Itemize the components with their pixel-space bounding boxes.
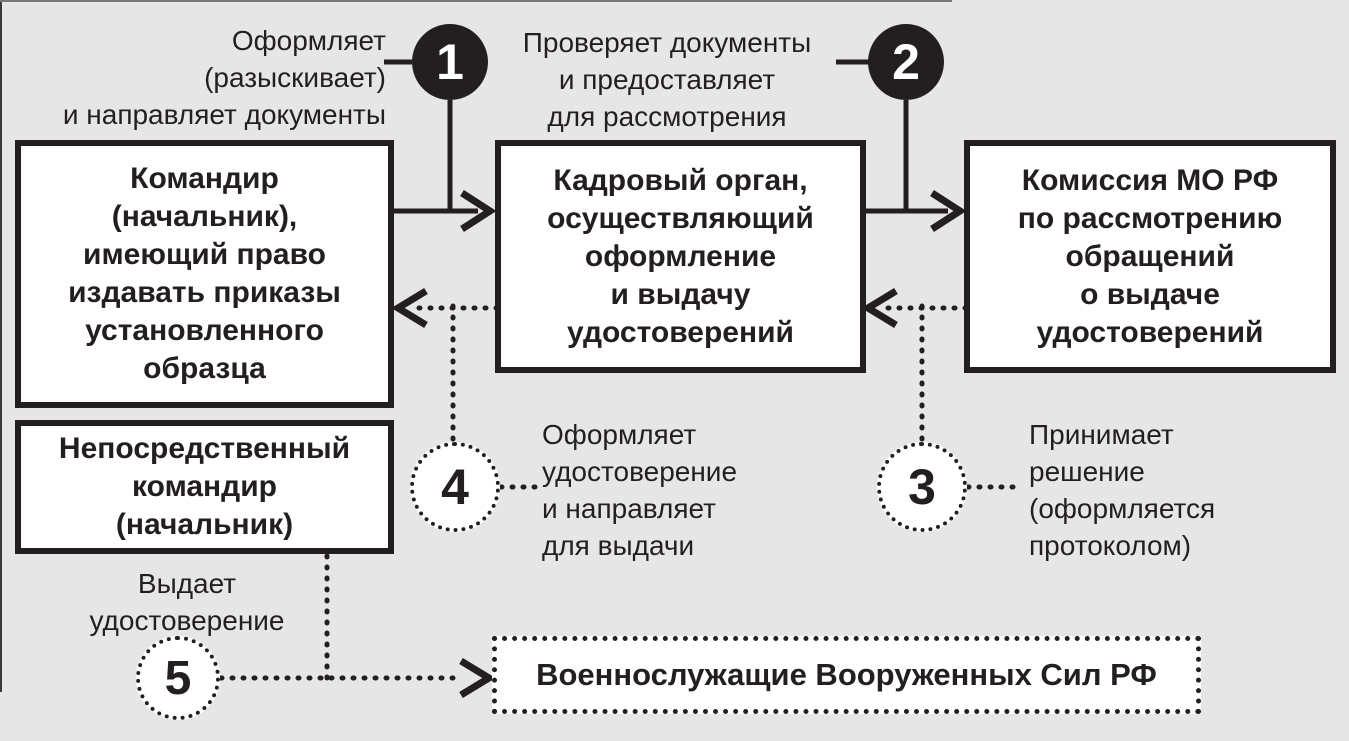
node-direct-commander: Непосредственный командир (начальник) [15,420,394,554]
step-note-3: Принимает решение (оформляется протоколо… [1029,419,1216,561]
arrowhead-right-icon [930,190,967,232]
node-commission: Комиссия МО РФ по рассмотрению обращений… [964,140,1336,373]
arrowhead-right-icon [460,190,497,232]
step-note-2: Проверяет документы и предоставляет для … [522,27,812,132]
arrowhead-right-icon [459,658,496,698]
step-badge-3: 3 [877,442,967,532]
left-edge-line [0,0,2,692]
step-note-4: Оформляет удостоверение и направляет для… [542,419,738,561]
step-note-1: Оформляет (разыскивает) и направляет док… [62,25,386,130]
step-badge-2: 2 [868,24,944,100]
step-note-5: Выдает удостоверение [89,568,285,636]
node-commander: Командир (начальник), имеющий право изда… [15,140,394,408]
node-servicemen: Военнослужащие Вооруженных Сил РФ [492,636,1201,714]
step-badge-4: 4 [410,442,500,532]
step-badge-5: 5 [136,636,220,720]
top-edge-line [0,0,952,2]
node-hr-organ: Кадровый орган, осуществляющий оформлени… [495,140,866,373]
step-badge-1: 1 [412,24,488,100]
arrowhead-left-icon [861,288,898,328]
arrowhead-left-icon [391,288,428,328]
